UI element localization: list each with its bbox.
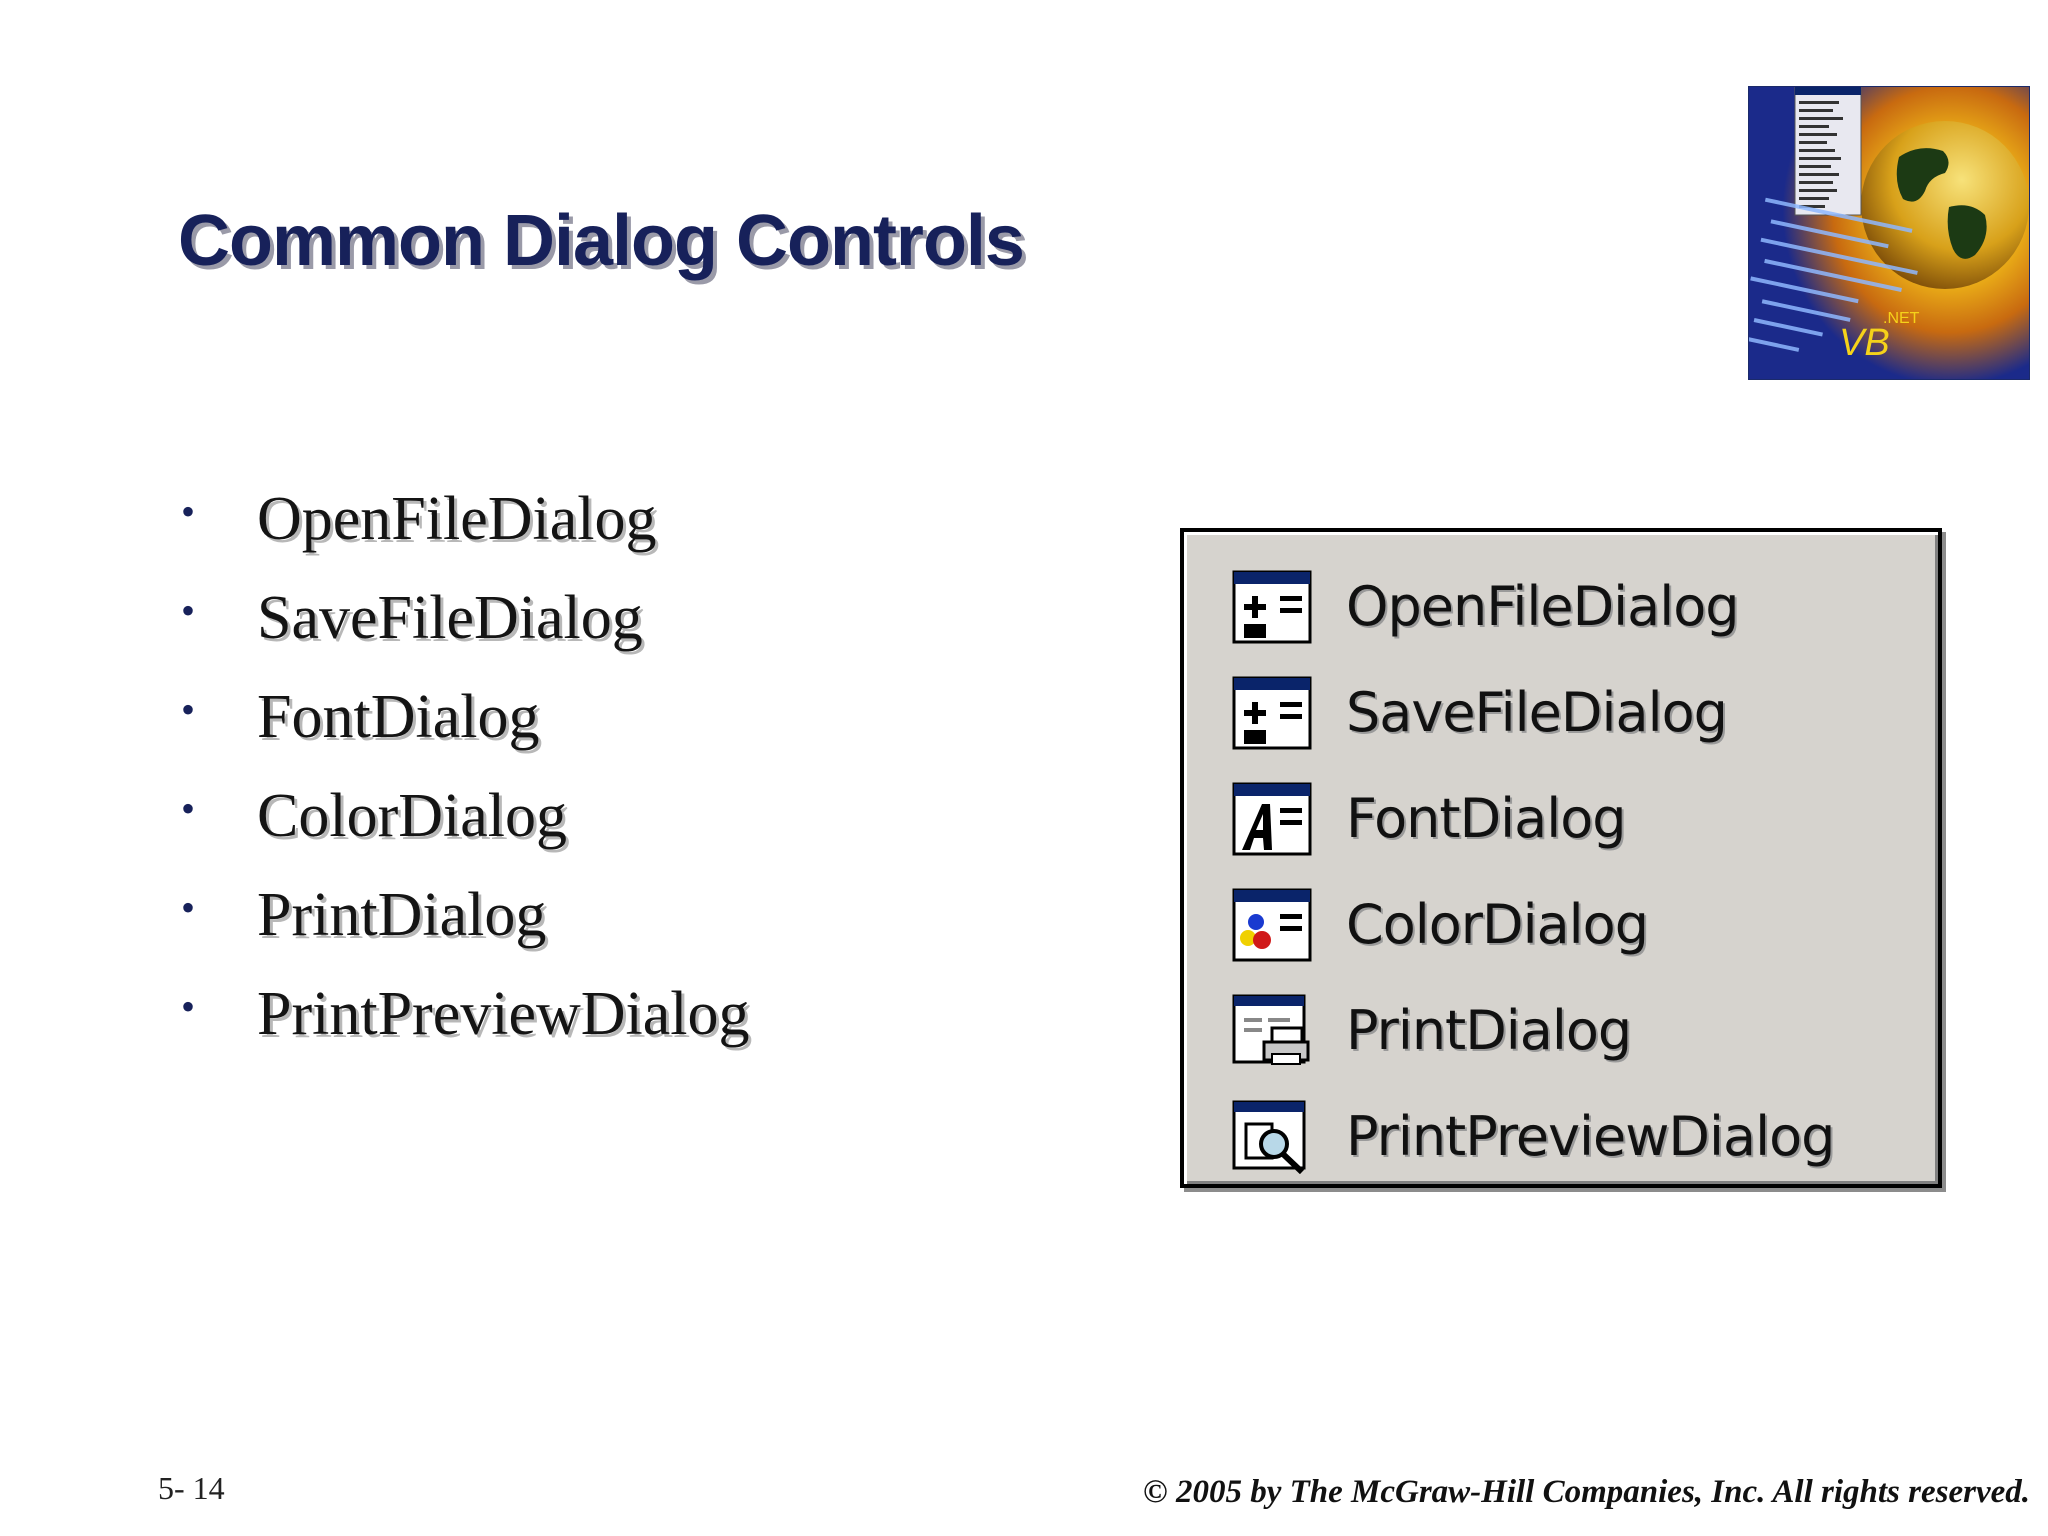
bullet-marker: •	[181, 786, 196, 831]
bullet-text: OpenFileDialog	[257, 485, 657, 553]
open-file-dialog-icon	[1232, 570, 1312, 644]
save-file-dialog-icon	[1232, 676, 1312, 750]
toolbox-item-print-dialog[interactable]: PrintDialog	[1232, 980, 1632, 1080]
bullet-item: • FontDialog	[178, 668, 750, 767]
bullet-item: • PrintPreviewDialog	[178, 965, 750, 1064]
bullet-marker: •	[181, 885, 196, 930]
slide-title: Common Dialog Controls	[178, 201, 1025, 281]
toolbox-screenshot: OpenFileDialog SaveFileDialog FontDialog	[1180, 528, 1942, 1188]
color-dialog-icon	[1232, 888, 1312, 962]
print-preview-dialog-icon	[1232, 1100, 1306, 1174]
toolbox-item-label: FontDialog	[1346, 786, 1627, 850]
toolbox-item-label: OpenFileDialog	[1346, 574, 1740, 638]
bullet-marker: •	[181, 687, 196, 732]
toolbox-item-label: PrintDialog	[1346, 998, 1632, 1062]
bullet-marker: •	[181, 588, 196, 633]
vb-net-logo: VB .NET	[1748, 86, 2030, 380]
bullet-marker: •	[181, 984, 196, 1029]
bullet-text: PrintDialog	[257, 881, 547, 949]
toolbox-item-save-file-dialog[interactable]: SaveFileDialog	[1232, 662, 1728, 762]
toolbox-item-label: SaveFileDialog	[1346, 680, 1728, 744]
toolbox-item-font-dialog[interactable]: FontDialog	[1232, 768, 1627, 868]
bullet-text: PrintPreviewDialog	[257, 980, 750, 1048]
toolbox-item-label: ColorDialog	[1346, 892, 1649, 956]
toolbox-item-label: PrintPreviewDialog	[1346, 1104, 1835, 1168]
font-dialog-icon	[1232, 782, 1312, 856]
toolbox-item-open-file-dialog[interactable]: OpenFileDialog	[1232, 556, 1740, 656]
bullet-text: FontDialog	[257, 683, 540, 751]
toolbox-item-print-preview-dialog[interactable]: PrintPreviewDialog	[1232, 1086, 1835, 1186]
print-dialog-icon	[1232, 994, 1310, 1065]
vb-net-globe-logo-icon: VB .NET	[1749, 87, 2029, 379]
slide-number: 5- 14	[158, 1470, 225, 1506]
bullet-item: • OpenFileDialog	[178, 470, 750, 569]
bullet-marker: •	[181, 489, 196, 534]
copyright-notice: © 2005 by The McGraw-Hill Companies, Inc…	[1143, 1474, 2030, 1510]
bullet-text: SaveFileDialog	[257, 584, 643, 652]
bullet-text: ColorDialog	[257, 782, 567, 850]
bullet-list: • OpenFileDialog • SaveFileDialog • FontDia…	[178, 470, 750, 1064]
bullet-item: • PrintDialog	[178, 866, 750, 965]
logo-net-text: .NET	[1883, 310, 1920, 327]
toolbox-item-color-dialog[interactable]: ColorDialog	[1232, 874, 1649, 974]
logo-vb-text: VB	[1839, 322, 1890, 364]
bullet-item: • ColorDialog	[178, 767, 750, 866]
bullet-item: • SaveFileDialog	[178, 569, 750, 668]
